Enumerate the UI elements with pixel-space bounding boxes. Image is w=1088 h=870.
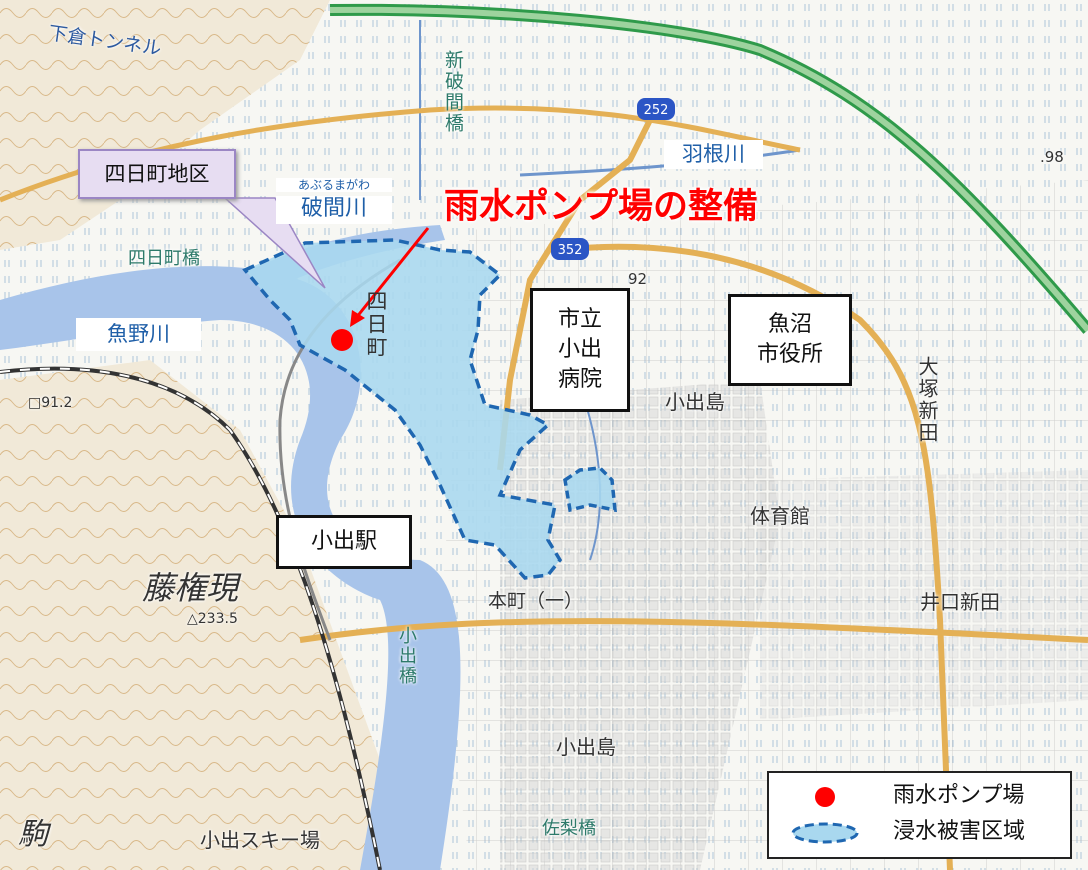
district-label: 四日町地区 bbox=[104, 161, 210, 186]
legend-pump-icon bbox=[815, 787, 835, 807]
pump-arrowhead bbox=[350, 310, 365, 327]
habuma-river-text: 破間川 bbox=[300, 196, 367, 221]
koidejima-label-1: 小出島 bbox=[665, 390, 725, 414]
hospital-box: 市立 小出 病院 bbox=[530, 288, 630, 412]
route-252-text: 252 bbox=[644, 103, 669, 118]
elevation-233-5: △233.5 bbox=[187, 611, 238, 627]
honcho-label: 本町（一） bbox=[488, 590, 584, 612]
legend-flood-label: 浸水被害区域 bbox=[893, 819, 1026, 844]
callout-pointer bbox=[223, 197, 326, 289]
station-label: 小出駅 bbox=[310, 529, 377, 555]
legend-box: 雨水ポンプ場 浸水被害区域 bbox=[767, 771, 1072, 859]
gymnasium-label: 体育館 bbox=[750, 504, 810, 528]
flood-damage-area bbox=[242, 238, 563, 580]
sarinashi-bridge-label: 佐梨橋 bbox=[542, 818, 596, 839]
elevation-98: .98 bbox=[1040, 148, 1064, 166]
district-callout: 四日町地区 bbox=[78, 149, 236, 199]
habuma-furigana: あぶるまがわ bbox=[276, 178, 392, 192]
uono-river-label: 魚野川 bbox=[76, 318, 201, 351]
habuma-furigana-text: あぶるまがわ bbox=[297, 178, 370, 192]
pump-arrow bbox=[350, 227, 430, 324]
city-office-label: 魚沼 市役所 bbox=[756, 312, 823, 367]
koide-ski-label: 小出スキー場 bbox=[200, 828, 320, 852]
elevation-91-2: □91.2 bbox=[28, 395, 73, 411]
koidejima-label-2: 小出島 bbox=[556, 735, 616, 759]
hospital-label: 市立 小出 病院 bbox=[557, 307, 602, 392]
route-352-text: 352 bbox=[558, 243, 583, 258]
flood-damage-area-east bbox=[563, 466, 617, 513]
elevation-92: 92 bbox=[628, 270, 648, 288]
shin-habuma-bridge-label: 新破間橋 bbox=[442, 50, 464, 134]
iguchi-shinden-label: 井口新田 bbox=[920, 590, 1000, 614]
legend-flood-icon bbox=[791, 822, 859, 844]
koide-bridge-label: 小出橋 bbox=[396, 626, 417, 686]
station-box: 小出駅 bbox=[276, 515, 412, 569]
map-title: 雨水ポンプ場の整備 bbox=[444, 187, 758, 227]
yokkamachi-bridge-label: 四日町橋 bbox=[128, 248, 200, 269]
otsuka-shinden-label: 大塚新田 bbox=[915, 356, 939, 444]
legend-symbols bbox=[791, 787, 859, 844]
hane-river-label: 羽根川 bbox=[664, 140, 763, 169]
pump-station-marker[interactable] bbox=[331, 329, 353, 351]
habuma-river-label: 破間川 bbox=[276, 196, 392, 224]
city-office-box: 魚沼 市役所 bbox=[728, 294, 852, 386]
legend-pump-label: 雨水ポンプ場 bbox=[893, 783, 1025, 808]
koma-label: 駒 bbox=[18, 817, 48, 852]
yokkamachi-label: 四日町 bbox=[364, 290, 388, 359]
fujigongen-label: 藤権現 bbox=[142, 569, 239, 607]
